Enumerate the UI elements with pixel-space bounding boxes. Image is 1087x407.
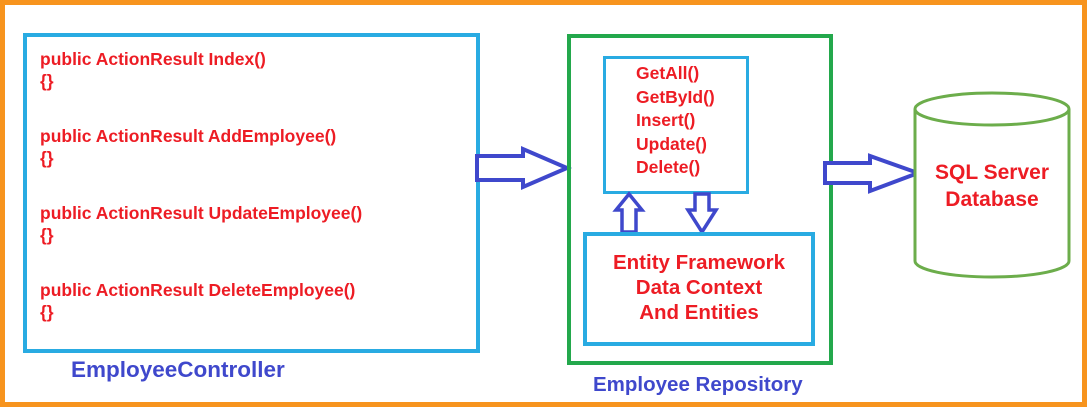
method-signature: public ActionResult DeleteEmployee() xyxy=(40,280,356,300)
database-cylinder-icon xyxy=(913,91,1071,279)
repository-method: GetById() xyxy=(636,86,715,107)
repository-method: GetAll() xyxy=(636,63,700,83)
repository-method: Delete() xyxy=(636,157,701,177)
controller-method: public ActionResult AddEmployee() {} xyxy=(40,125,476,169)
controller-method: public ActionResult Index() {} xyxy=(40,48,476,92)
repository-method: Insert() xyxy=(636,110,696,130)
block-arrow-down-icon xyxy=(684,192,720,236)
method-body: {} xyxy=(40,302,54,322)
method-body: {} xyxy=(40,148,54,168)
method-body: {} xyxy=(40,71,54,91)
database-label-line: Database xyxy=(945,188,1039,211)
database-label: SQL Server Database xyxy=(910,159,1074,213)
method-signature: public ActionResult UpdateEmployee() xyxy=(40,203,363,223)
method-signature: public ActionResult Index() xyxy=(40,49,266,69)
block-arrow-up-icon xyxy=(612,191,646,234)
employee-controller-label: EmployeeController xyxy=(71,357,285,382)
ef-box-line: And Entities xyxy=(639,301,759,324)
repository-interface-box: GetAll() GetById() Insert() Update() Del… xyxy=(603,56,749,194)
employee-controller-box: public ActionResult Index() {} public Ac… xyxy=(23,33,480,353)
database-label-line: SQL Server xyxy=(934,161,1049,184)
employee-repository-label: Employee Repository xyxy=(593,373,803,396)
method-body: {} xyxy=(40,225,54,245)
method-signature: public ActionResult AddEmployee() xyxy=(40,126,337,146)
employee-repository-box xyxy=(567,34,833,365)
ef-box-line: Data Context xyxy=(635,276,763,299)
controller-method: public ActionResult DeleteEmployee() {} xyxy=(40,279,476,323)
controller-method: public ActionResult UpdateEmployee() {} xyxy=(40,202,476,246)
block-arrow-right-icon xyxy=(475,145,573,191)
ef-box-line: Entity Framework xyxy=(612,251,786,274)
entity-framework-box: Entity Framework Data Context And Entiti… xyxy=(583,232,815,346)
repository-method: Update() xyxy=(636,133,707,154)
block-arrow-right-icon xyxy=(823,153,924,194)
